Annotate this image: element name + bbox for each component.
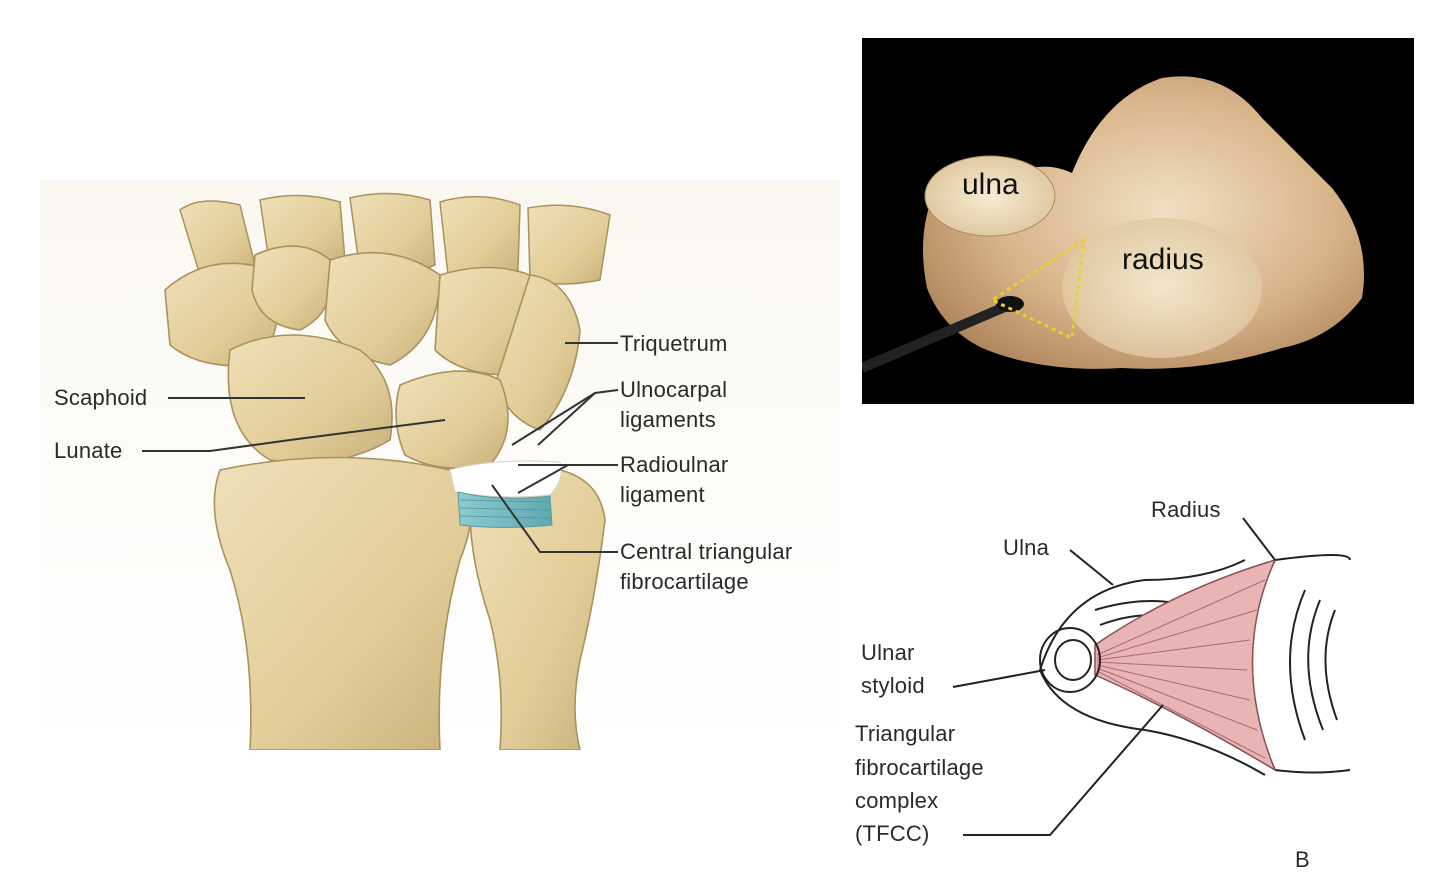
tfcc-line-drawing: Radius Ulna Ulnar styloid Triangular fib…	[845, 470, 1440, 872]
probe	[862, 301, 1009, 373]
probe-tip	[996, 296, 1024, 312]
label-radioulnar-line2: ligament	[620, 482, 705, 507]
leader-radioulnar-2	[517, 464, 569, 494]
leader-radius	[1242, 517, 1276, 561]
label-central-line1: Central triangular	[620, 539, 793, 564]
b-label-tfcc-line2: fibrocartilage	[855, 755, 984, 780]
leader-ulna	[1069, 549, 1114, 586]
triquetrum-bone	[494, 274, 581, 431]
central-fibrocartilage-disc	[449, 460, 562, 498]
tfcc-outline	[988, 236, 1086, 341]
dissection-photo: ulna radius	[862, 38, 1414, 404]
label-triquetrum: Triquetrum	[620, 331, 728, 356]
tfcc-fan	[1094, 558, 1277, 772]
leader-ulnocarpal-2	[537, 392, 596, 446]
tfcc-drawing	[952, 517, 1351, 836]
leader-central	[491, 484, 618, 553]
leader-ulnar-styloid	[952, 669, 1046, 688]
scaphoid-bone	[227, 334, 393, 464]
b-label-ulnar-styloid-line1: Ulnar	[861, 640, 915, 665]
ulna-head	[924, 155, 1056, 237]
label-scaphoid: Scaphoid	[54, 385, 148, 410]
tfcc-fibers	[1096, 579, 1266, 759]
radius-articular-surface	[1062, 218, 1262, 358]
dissection-photo-drawing	[862, 38, 1414, 404]
photo-label-radius: radius	[1122, 243, 1204, 276]
leader-lunate	[142, 419, 446, 452]
b-label-tfcc-line3: complex	[855, 788, 939, 813]
carpal-bones	[164, 245, 581, 470]
label-central-line2: fibrocartilage	[620, 569, 749, 594]
wrist-bone-illustration: Scaphoid Lunate Triquetrum Ulnocarpal li…	[40, 180, 840, 751]
ulnar-styloid-drawing	[1039, 627, 1101, 693]
leader-lines-b	[952, 517, 1276, 836]
ligament-fibers	[459, 499, 551, 519]
b-label-tfcc-line4: (TFCC)	[855, 821, 930, 846]
label-lunate: Lunate	[54, 438, 123, 463]
label-ulnocarpal-line1: Ulnocarpal	[620, 377, 728, 402]
b-label-ulna: Ulna	[1003, 535, 1050, 560]
panel-letter-b: B	[1295, 847, 1310, 872]
photo-label-ulna: ulna	[962, 168, 1019, 201]
label-radioulnar-line1: Radioulnar	[620, 452, 729, 477]
leader-tfcc	[963, 704, 1164, 836]
leader-lines-a	[142, 342, 619, 553]
radius-bone	[213, 456, 473, 751]
label-ulnocarpal-line2: ligaments	[620, 407, 716, 432]
wrist-bone-drawing	[40, 180, 840, 751]
b-label-tfcc-line1: Triangular	[855, 721, 956, 746]
b-label-ulnar-styloid-line2: styloid	[861, 673, 925, 698]
b-label-radius: Radius	[1151, 497, 1221, 522]
lunate-bone	[395, 370, 509, 470]
metacarpal-bases	[179, 192, 611, 285]
